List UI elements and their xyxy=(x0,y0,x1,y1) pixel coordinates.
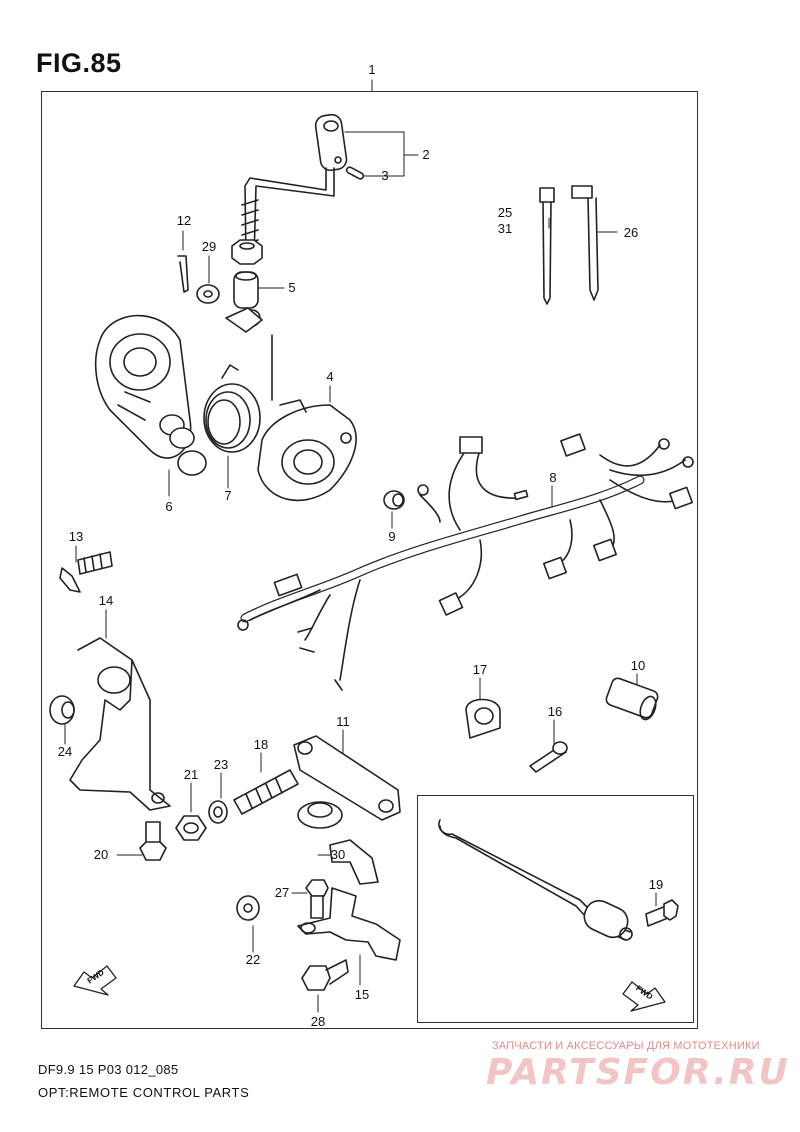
part-16-ball-joint xyxy=(529,741,568,773)
part-3-pin xyxy=(345,166,365,180)
part-25-cable-tie xyxy=(539,187,555,305)
part-6-cam-bracket xyxy=(94,314,207,476)
part-21-nut xyxy=(175,815,207,841)
part-19-screw xyxy=(645,899,679,927)
part-4-lever xyxy=(257,334,357,502)
part-8-wire-harness xyxy=(237,433,694,691)
callout-18: 18 xyxy=(253,737,269,752)
part-18-bolt xyxy=(233,769,299,815)
part-27-bolt xyxy=(305,879,329,919)
callout-29: 29 xyxy=(201,239,217,254)
callout-10: 10 xyxy=(630,658,646,673)
part-23-washer xyxy=(208,800,228,824)
callout-16: 16 xyxy=(547,704,563,719)
callout-3: 3 xyxy=(381,168,389,183)
callout-5: 5 xyxy=(288,280,296,295)
callout-1: 1 xyxy=(368,62,376,77)
callout-28: 28 xyxy=(310,1014,326,1029)
part-nut xyxy=(231,239,263,265)
part-17-clamp xyxy=(465,698,501,739)
part-7-spring xyxy=(203,364,261,453)
part-15-bracket xyxy=(297,887,401,961)
callout-31: 31 xyxy=(497,221,513,236)
part-29-washer xyxy=(196,284,220,304)
part-26-cable-clip xyxy=(571,185,599,301)
part-13-screw xyxy=(59,551,113,593)
callout-22: 22 xyxy=(245,952,261,967)
callout-12: 12 xyxy=(176,213,192,228)
callout-19: 19 xyxy=(648,877,664,892)
callout-30: 30 xyxy=(330,847,346,862)
callout-27: 27 xyxy=(274,885,290,900)
part-24-bushing xyxy=(49,695,75,725)
drawing-caption: OPT:REMOTE CONTROL PARTS xyxy=(38,1085,250,1100)
callout-21: 21 xyxy=(183,767,199,782)
part-10-spacer xyxy=(605,677,659,721)
watermark-tagline: ЗАПЧАСТИ И АКСЕССУАРЫ ДЛЯ МОТОТЕХНИКИ xyxy=(492,1040,760,1052)
fwd-arrow-right xyxy=(622,981,666,1012)
assembly-frame xyxy=(41,91,698,1029)
callout-8: 8 xyxy=(549,470,557,485)
callout-13: 13 xyxy=(68,529,84,544)
fwd-arrow-left xyxy=(73,965,117,996)
callout-4: 4 xyxy=(326,369,334,384)
figure-title: FIG.85 xyxy=(36,48,122,78)
part-22-washer xyxy=(236,895,260,921)
detail-inset-frame xyxy=(417,795,694,1023)
inset-rod-part xyxy=(438,819,633,941)
part-9-grommet xyxy=(383,490,405,510)
part-20-bolt xyxy=(139,821,167,861)
callout-15: 15 xyxy=(354,987,370,1002)
callout-26: 26 xyxy=(623,225,639,240)
callout-9: 9 xyxy=(388,529,396,544)
callout-25: 25 xyxy=(497,205,513,220)
callout-23: 23 xyxy=(213,757,229,772)
watermark-logo: PARTSFOR.RU xyxy=(486,1052,790,1093)
part-2-link-rod xyxy=(241,113,348,261)
callout-6: 6 xyxy=(165,499,173,514)
part-12-cotter-pin xyxy=(177,255,189,293)
part-30-clip xyxy=(329,839,379,885)
leader-lines xyxy=(64,79,657,1013)
callout-7: 7 xyxy=(224,488,232,503)
callout-17: 17 xyxy=(472,662,488,677)
callout-11: 11 xyxy=(336,714,350,729)
callout-14: 14 xyxy=(98,593,114,608)
callout-24: 24 xyxy=(57,744,73,759)
drawing-code: DF9.9 15 P03 012_085 xyxy=(38,1062,179,1077)
callout-2: 2 xyxy=(422,147,430,162)
part-28-bolt xyxy=(301,959,349,991)
part-11-plate xyxy=(293,735,401,829)
callout-20: 20 xyxy=(93,847,109,862)
part-14-bracket xyxy=(69,637,171,811)
part-5-joint xyxy=(225,271,263,333)
